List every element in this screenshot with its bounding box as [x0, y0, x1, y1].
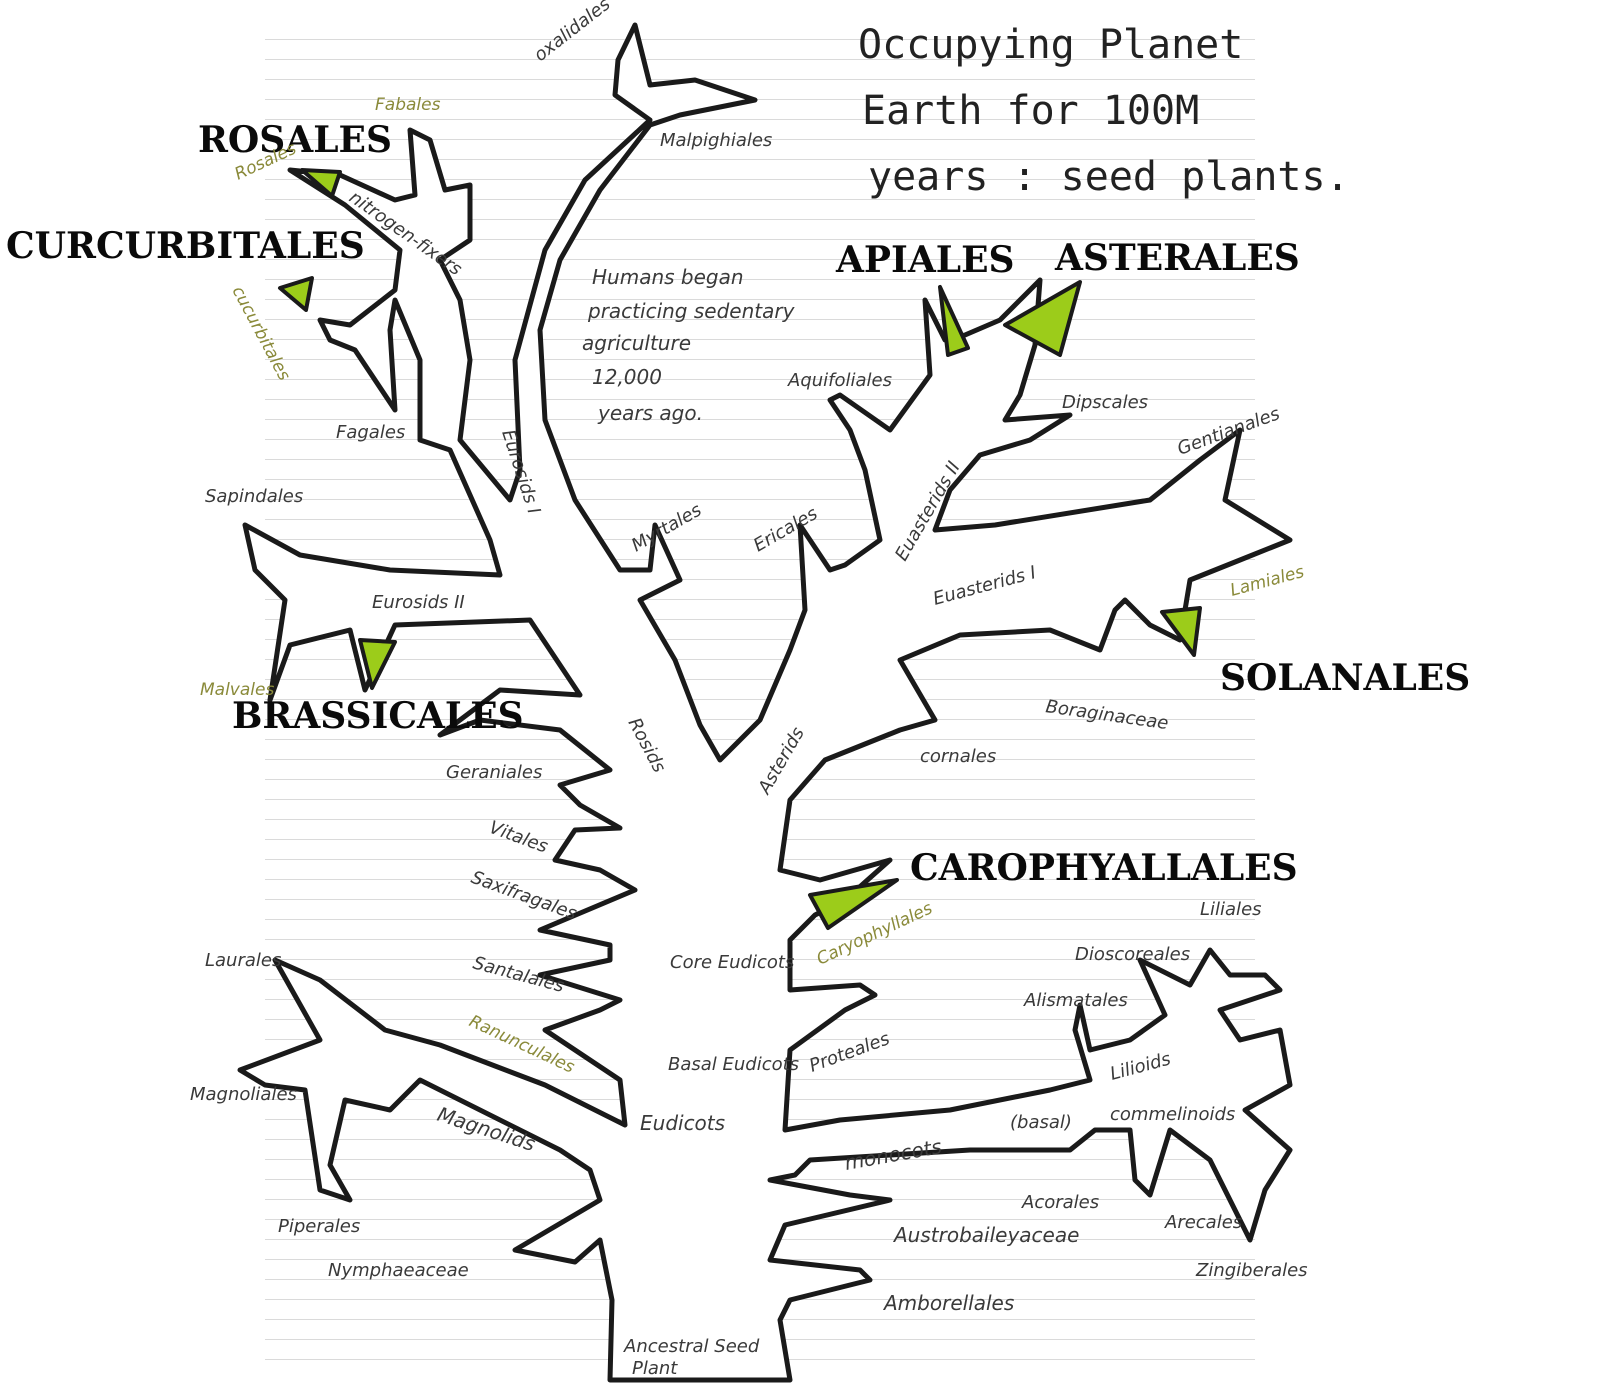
label-saxifragales: Saxifragales [468, 867, 579, 925]
diagram-title: Occupying Planet Earth for 100M years : … [858, 22, 1350, 200]
brassicales-label: BRASSICALES [232, 695, 524, 737]
label-aquifoliales: Aquifoliales [787, 370, 892, 391]
label-alismatales: Alismatales [1023, 990, 1128, 1011]
label-malpighiales: Malpighiales [660, 130, 772, 151]
label-austrobaileyaceae: Austrobaileyaceae [892, 1223, 1079, 1247]
label-lamiales: Lamiales [1228, 562, 1306, 601]
label-liliales: Liliales [1200, 899, 1262, 920]
label-acorales: Acorales [1021, 1192, 1099, 1213]
carophyallales-label: CAROPHYALLALES [910, 847, 1298, 889]
label-nymphaeaceae: Nymphaeaceae [328, 1260, 469, 1281]
label-commelinoids: commelinoids [1110, 1104, 1235, 1125]
label-fagales: Fagales [336, 422, 405, 443]
note-line-1: Humans began [592, 265, 744, 289]
apiales-marker [938, 285, 970, 357]
asterales-marker [1003, 280, 1082, 357]
apiales-label: APIALES [835, 239, 1015, 281]
label-geraniales: Geraniales [446, 762, 542, 783]
title-line-1: Occupying Planet [858, 22, 1243, 68]
label-malvales: Malvales [200, 680, 274, 700]
note-line-4: 12,000 [592, 365, 662, 389]
label-piperales: Piperales [278, 1216, 360, 1237]
label-core-eudicots: Core Eudicots [670, 952, 794, 973]
label-sapindales: Sapindales [205, 486, 303, 507]
label-magnoliales: Magnoliales [190, 1084, 297, 1105]
label-laurales: Laurales [205, 950, 281, 971]
title-line-2: Earth for 100M [862, 88, 1199, 134]
label-arecales: Arecales [1164, 1212, 1242, 1233]
label-boraginaceae: Boraginaceae [1044, 696, 1169, 734]
rosales-marker [300, 168, 342, 198]
tree-outline [237, 22, 1293, 1383]
label-proteales: Proteales [807, 1028, 893, 1076]
label-fabales: Fabales [375, 95, 441, 115]
label-amborellales: Amborellales [882, 1291, 1014, 1315]
title-line-3: years : seed plants. [868, 154, 1350, 200]
label-cucurbitales-small: cucurbitales [228, 283, 294, 384]
brassicales-marker [358, 638, 397, 690]
carophyallales-marker [808, 878, 899, 930]
label-zingiberales: Zingiberales [1195, 1260, 1308, 1281]
curcurbitales-label: CURCURBITALES [6, 225, 365, 267]
curcurbitales-marker [278, 276, 314, 312]
note-line-3: agriculture [582, 331, 691, 355]
rosales-label: ROSALES [198, 119, 392, 161]
label-cornales: cornales [920, 746, 996, 767]
label-eurosids-ii: Eurosids II [372, 592, 465, 613]
label-dipsacales: Dipscales [1062, 392, 1148, 413]
label-eudicots: Eudicots [640, 1111, 725, 1135]
label-basal: (basal) [1010, 1112, 1072, 1133]
order-markers [278, 168, 1202, 930]
agriculture-note: Humans began practicing sedentary agricu… [582, 265, 796, 425]
label-ancestral-2: Plant [632, 1358, 678, 1379]
label-oxalidales: oxalidales [530, 0, 614, 66]
main-trunk-shape [237, 22, 1293, 1383]
solanales-marker [1160, 606, 1202, 657]
label-santalales: Santalales [471, 953, 567, 997]
asterales-label: ASTERALES [1054, 237, 1300, 279]
solanales-label: SOLANALES [1220, 657, 1470, 699]
label-dioscoreales: Dioscoreales [1075, 944, 1190, 965]
label-vitales: Vitales [486, 817, 550, 858]
note-line-5: years ago. [597, 401, 703, 425]
highlighted-orders: ROSALES CURCURBITALES BRASSICALES APIALE… [6, 119, 1470, 889]
label-ancestral: Ancestral Seed [623, 1336, 760, 1357]
label-basal-eudicots: Basal Eudicots [668, 1054, 799, 1075]
note-line-2: practicing sedentary [587, 299, 796, 323]
